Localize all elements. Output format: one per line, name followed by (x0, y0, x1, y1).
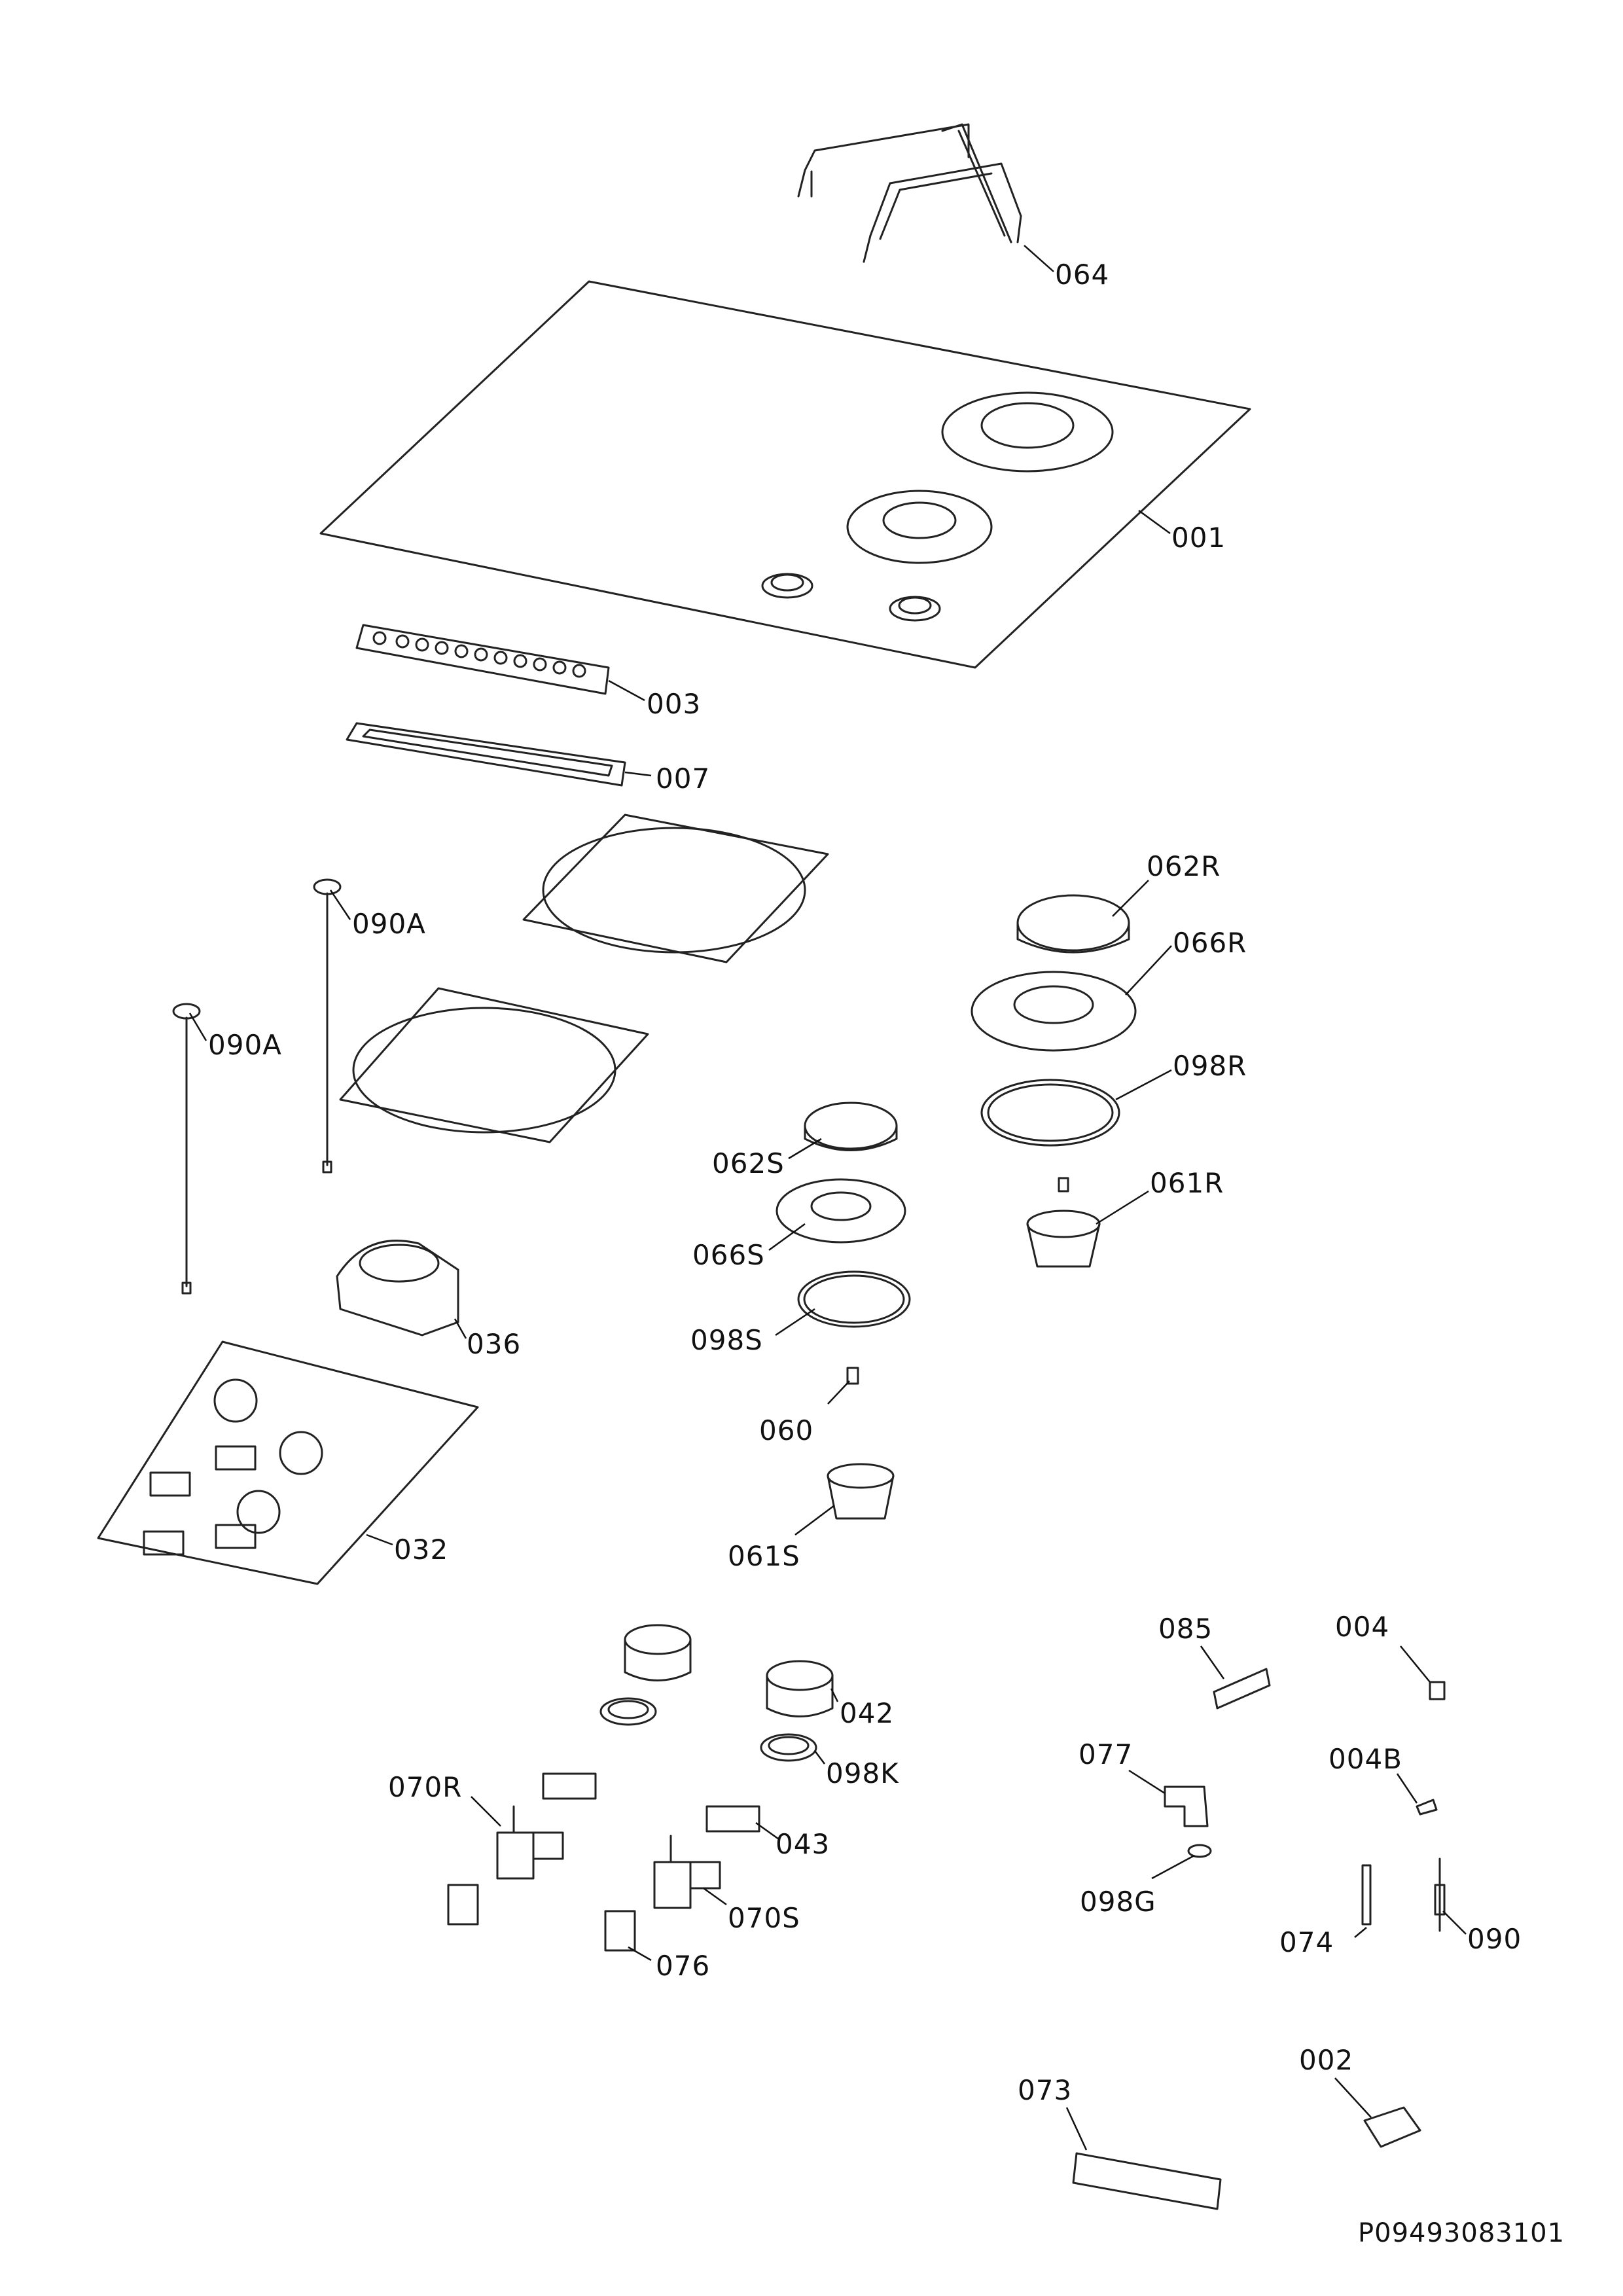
callout-090a-upper: 090A (352, 908, 426, 940)
callout-007: 007 (656, 762, 710, 795)
callout-064: 064 (1055, 259, 1109, 291)
callout-098r: 098R (1173, 1050, 1247, 1082)
callout-060: 060 (759, 1414, 813, 1446)
callout-073: 073 (1018, 2074, 1072, 2106)
callout-098g: 098G (1080, 1886, 1156, 1918)
burner-cap-rapid-drawing (1016, 894, 1130, 954)
elbow-connector-drawing (1164, 1785, 1209, 1827)
gasket-rapid-drawing (980, 1079, 1120, 1147)
microswitch-left-drawing (542, 1772, 597, 1800)
spreader-semi-drawing (776, 1178, 906, 1244)
knob-ring-right-drawing (760, 1733, 817, 1762)
callout-002: 002 (1299, 2044, 1353, 2076)
pan-support-drawing (797, 123, 1022, 263)
callout-085: 085 (1158, 1613, 1213, 1645)
callout-098k: 098K (826, 1757, 899, 1789)
callout-062s: 062S (712, 1147, 785, 1179)
callout-076: 076 (656, 1950, 710, 1982)
ntc-sensor-upper-drawing (313, 878, 342, 1174)
callout-001: 001 (1171, 522, 1226, 554)
spreader-rapid-drawing (971, 971, 1137, 1052)
clip-004-drawing (1429, 1681, 1446, 1700)
callout-098s: 098S (690, 1324, 763, 1356)
knob-right-drawing (766, 1660, 834, 1717)
valve-clip-right-drawing (604, 1910, 636, 1952)
callout-043: 043 (776, 1828, 830, 1860)
gas-valve-rapid-drawing (496, 1805, 564, 1880)
cooling-fan-drawing (336, 1240, 459, 1336)
microswitch-right-drawing (705, 1805, 760, 1833)
glass-cooktop-drawing (319, 280, 1251, 669)
callout-062r: 062R (1147, 850, 1221, 882)
mains-terminal-drawing (1363, 2106, 1421, 2148)
touch-control-board-drawing (355, 624, 610, 695)
gasket-semi-drawing (797, 1270, 911, 1328)
knob-left-drawing (624, 1624, 692, 1681)
part-callouts: 064 001 003 007 090A 090A 036 032 062R 0… (208, 259, 1522, 2106)
injector-drawing (846, 1367, 859, 1385)
leader-lines (188, 245, 1467, 2151)
document-number: P09493083101 (1358, 2218, 1565, 2248)
callout-070s: 070S (728, 1902, 800, 1934)
bracket-085-drawing (1213, 1668, 1271, 1710)
burner-body-rapid-drawing (1026, 1177, 1101, 1268)
ntc-sensor-lower-drawing (172, 1003, 201, 1295)
induction-coil-upper-drawing (522, 814, 829, 963)
thermocouple-drawing (1361, 1864, 1372, 1926)
induction-coil-lower-drawing (339, 987, 649, 1143)
callout-090: 090 (1467, 1923, 1522, 1955)
knob-ring-left-drawing (599, 1697, 657, 1726)
callout-077: 077 (1079, 1738, 1133, 1770)
clip-004B-drawing (1416, 1799, 1438, 1816)
callout-070r: 070R (388, 1771, 462, 1803)
gas-valve-semi-drawing (653, 1835, 721, 1909)
callout-066s: 066S (692, 1239, 765, 1271)
callout-036: 036 (467, 1328, 521, 1360)
callout-004: 004 (1335, 1611, 1389, 1643)
power-board-drawing (97, 1340, 479, 1585)
seal-098G-drawing (1187, 1844, 1212, 1858)
callout-074: 074 (1279, 1926, 1334, 1958)
burner-cap-semi-drawing (804, 1102, 898, 1151)
control-frame-drawing (346, 722, 626, 787)
callout-004b: 004B (1329, 1743, 1402, 1775)
ignition-electrode-drawing (1434, 1857, 1446, 1932)
valve-clip-left-drawing (447, 1884, 479, 1926)
callout-090a-lower: 090A (208, 1029, 282, 1061)
callout-032: 032 (394, 1534, 448, 1566)
callout-003: 003 (647, 688, 701, 720)
callout-066r: 066R (1173, 927, 1247, 959)
spark-generator-drawing (1072, 2152, 1222, 2210)
burner-body-semi-drawing (827, 1463, 895, 1520)
callout-061s: 061S (728, 1540, 800, 1572)
callout-061r: 061R (1150, 1167, 1224, 1199)
callout-042: 042 (840, 1697, 894, 1729)
